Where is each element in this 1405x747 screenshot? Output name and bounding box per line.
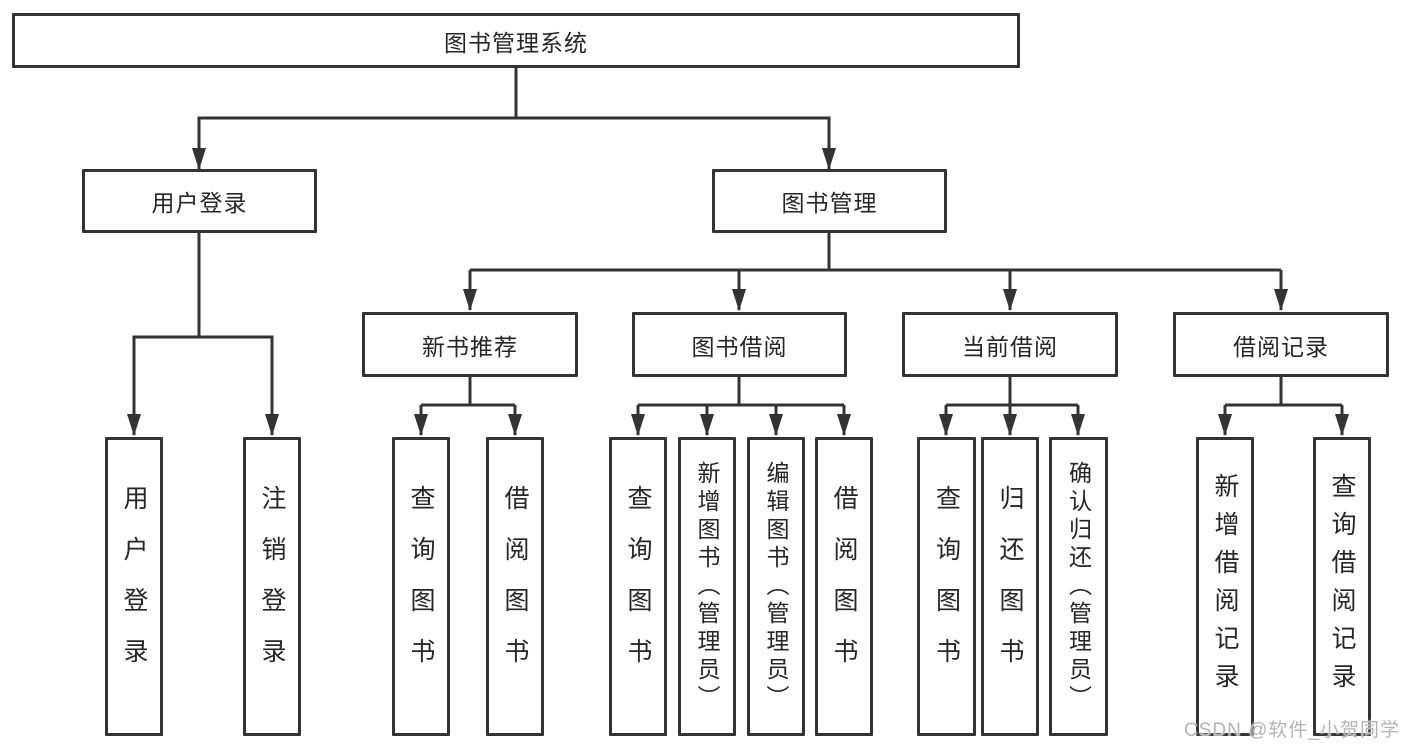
leaf-confirm-return-admin: 确认归还（管理员） [1049,437,1108,736]
node-user-login: 用户登录 [82,169,317,233]
csdn-watermark: CSDN @软件_小贺同学 [1184,720,1400,741]
leaf-query-books-2: 查询图书 [609,437,667,736]
leaf-return-books: 归还图书 [981,437,1039,736]
leaf-query-books-1: 查询图书 [392,437,450,736]
node-book-management: 图书管理 [712,169,947,233]
leaf-query-books-3: 查询图书 [917,437,976,736]
node-book-borrow: 图书借阅 [632,312,847,377]
leaf-logout: 注销登录 [243,437,301,736]
leaf-edit-book-admin: 编辑图书（管理员） [747,437,805,736]
leaf-borrow-books-1: 借阅图书 [486,437,544,736]
leaf-user-login: 用户登录 [105,437,163,736]
leaf-query-borrow-record: 查询借阅记录 [1313,437,1371,736]
leaf-add-borrow-record: 新增借阅记录 [1196,437,1254,736]
node-new-book-recommend: 新书推荐 [362,312,578,377]
node-borrow-records: 借阅记录 [1173,312,1389,377]
leaf-add-book-admin: 新增图书（管理员） [678,437,736,736]
leaf-borrow-books-2: 借阅图书 [815,437,873,736]
node-current-borrow: 当前借阅 [902,312,1118,377]
node-library-system: 图书管理系统 [12,13,1020,68]
